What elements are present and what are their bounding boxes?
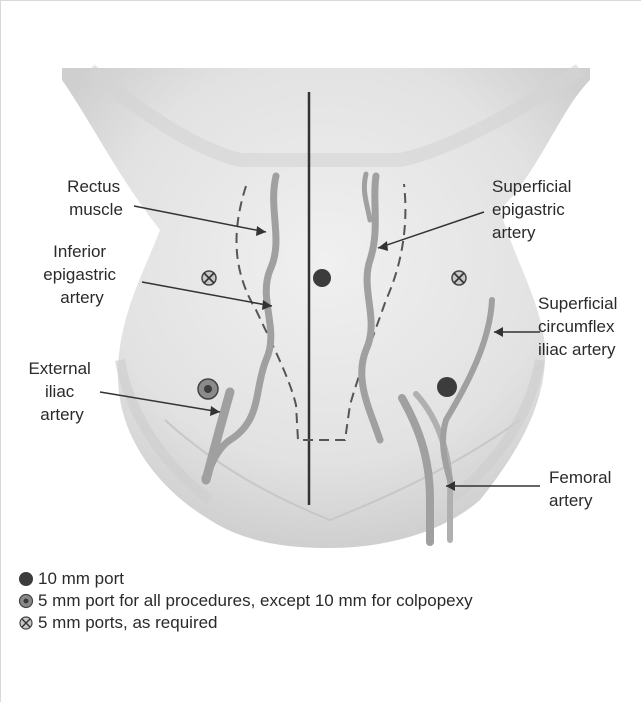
legend-label-10mm-port: 10 mm port <box>38 569 124 589</box>
ringed-dot-icon <box>18 593 34 609</box>
port-5mm-required-right <box>452 271 466 285</box>
port-10mm-right-lower <box>437 377 457 397</box>
label-femoral-artery: Femoral artery <box>549 468 616 510</box>
dark-dot-icon <box>18 571 34 587</box>
label-rectus-muscle: Rectus muscle <box>67 177 125 219</box>
label-superficial-epigastric-artery: Superficial epigastric artery <box>492 177 576 242</box>
legend-item-5mm-ports-required: 5 mm ports, as required <box>18 612 473 634</box>
port-10mm-midline <box>313 269 331 287</box>
port-5mm-required-left <box>202 271 216 285</box>
port-5mm-left-lower <box>198 379 218 399</box>
abdomen-diagram: Rectus muscle Inferior epigastric artery… <box>0 0 641 560</box>
legend-label-5mm-port-all: 5 mm port for all procedures, except 10 … <box>38 591 473 611</box>
torso-silhouette <box>62 68 590 548</box>
legend-label-5mm-ports-required: 5 mm ports, as required <box>38 613 218 633</box>
crossed-circle-icon <box>18 615 34 631</box>
legend-item-5mm-port-all: 5 mm port for all procedures, except 10 … <box>18 590 473 612</box>
legend: 10 mm port 5 mm port for all procedures,… <box>18 568 473 634</box>
label-external-iliac-artery: External iliac artery <box>28 359 95 424</box>
label-inferior-epigastric-artery: Inferior epigastric artery <box>43 242 121 307</box>
label-superficial-circumflex-iliac-artery: Superficial circumflex iliac artery <box>538 294 622 359</box>
legend-item-10mm-port: 10 mm port <box>18 568 473 590</box>
